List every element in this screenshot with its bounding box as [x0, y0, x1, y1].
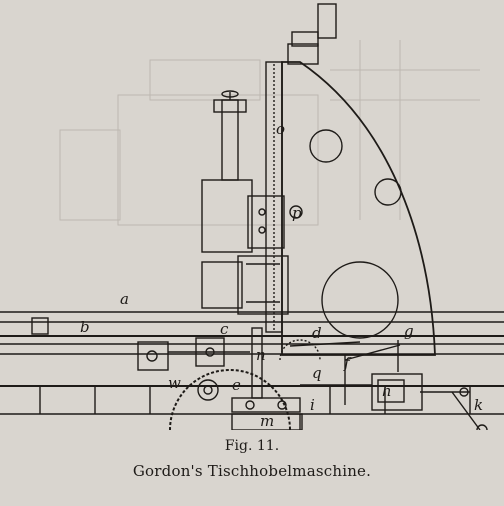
label-q: q [312, 364, 322, 382]
machine-drawing: a b c d e f g h i k m n o p q w [0, 3, 504, 430]
label-a: a [120, 290, 129, 308]
label-h: h [382, 382, 392, 400]
label-n: n [256, 346, 266, 364]
figure-number: Fig. 11. [224, 438, 280, 454]
label-w: w [168, 374, 181, 392]
label-m: m [260, 412, 274, 430]
top-handwheel [287, 3, 337, 65]
label-b: b [80, 318, 90, 336]
feed-mechanism [137, 327, 488, 430]
label-c: c [220, 320, 229, 338]
upper-tool-head [201, 90, 303, 253]
foundation [0, 386, 504, 430]
label-g: g [404, 322, 414, 340]
label-f: f [343, 354, 352, 372]
label-d: d [312, 324, 322, 342]
frame-hole-middle [374, 178, 402, 206]
drive-gear [169, 369, 291, 430]
background-show-through [59, 40, 480, 226]
label-p: p [292, 204, 302, 222]
lower-tool-head [201, 255, 289, 315]
label-i: i [310, 396, 315, 414]
figure-title: Gordon's Tischhobelmaschine. [132, 462, 372, 480]
label-o: o [276, 120, 285, 138]
rail-stop [31, 317, 49, 335]
frame-hole-large [321, 261, 399, 339]
frame-hole-top [309, 129, 343, 163]
side-frame [281, 61, 436, 356]
label-e: e [232, 376, 241, 394]
part-labels: a b c d e f g h i k m n o p q w [80, 120, 483, 430]
vertical-column [265, 61, 283, 333]
label-k: k [474, 396, 483, 414]
